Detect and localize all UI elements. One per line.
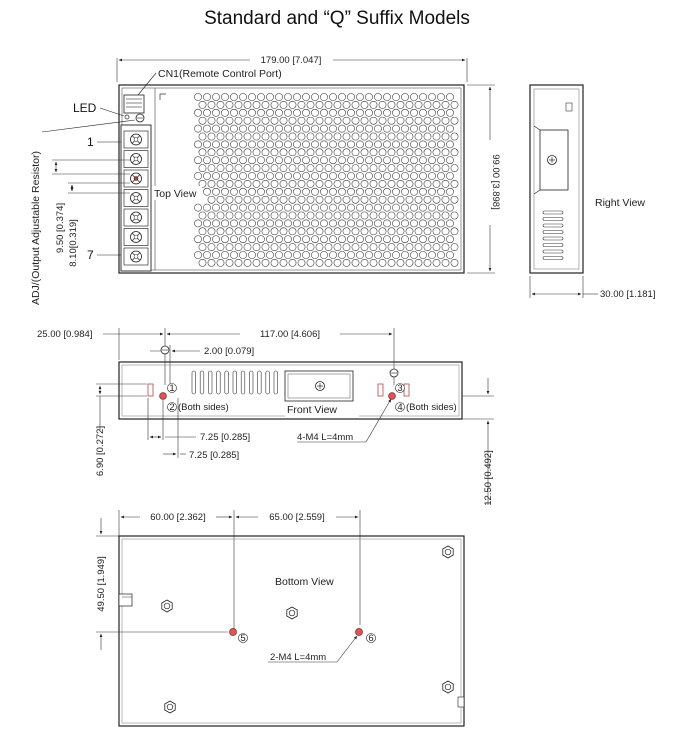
front-hole-right-icon: [388, 392, 396, 400]
bottom-dim-left: 60.00 [2.362]: [150, 512, 205, 523]
top-height-dim: 99.00 [3.898]: [490, 154, 501, 209]
right-view-outline: [529, 84, 584, 274]
right-view: Right View 30.00 [1.181]: [529, 84, 655, 300]
page-title: Standard and “Q” Suffix Models: [204, 8, 470, 29]
front-marker-2: 2: [169, 402, 174, 413]
terminal-dim-b: 8.10[0.319]: [68, 219, 79, 267]
led-icon: [124, 114, 130, 120]
front-marker-1: 1: [169, 383, 174, 394]
bottom-dim-vert: 49.50 [1.949]: [96, 556, 107, 611]
cn1-connector: [123, 94, 145, 114]
front-hole-left-icon: [159, 392, 167, 400]
front-dim-h2: 7.25 [0.285]: [189, 450, 239, 461]
bottom-dim-span: 65.00 [2.559]: [269, 512, 324, 523]
front-both-sides-2: (Both sides): [406, 402, 457, 413]
bottom-view-outline: [118, 535, 465, 727]
bottom-marker-5: 5: [240, 633, 245, 644]
front-dim-small: 2.00 [0.079]: [204, 346, 254, 357]
top-view: 179.00 [7.047] 99.00 [3.898] CN1(Remote …: [30, 55, 501, 305]
top-view-label: Top View: [154, 188, 197, 200]
cn1-label: CN1(Remote Control Port): [158, 68, 282, 80]
front-dim-height: 12.50 [0.492]: [483, 450, 494, 505]
bottom-marker-6: 6: [368, 633, 373, 644]
front-dim-span: 117.00 [4.606]: [260, 329, 320, 340]
bottom-screw-note: 2-M4 L=4mm: [270, 652, 326, 663]
front-dim-side: 6.90 [0.272]: [95, 426, 106, 476]
front-view: 25.00 [0.984] 117.00 [4.606] 2.00 [0.079…: [37, 328, 494, 506]
pin-first-label: 1: [87, 135, 94, 149]
top-width-dim: 179.00 [7.047]: [261, 55, 322, 66]
top-view-outline: [118, 84, 465, 274]
front-marker-3: 3: [397, 383, 402, 394]
right-view-slots: [542, 210, 564, 260]
front-dim-left: 25.00 [0.984]: [37, 329, 92, 340]
terminal-screws: [123, 130, 149, 266]
front-both-sides-1: (Both sides): [178, 402, 229, 413]
pin-last-label: 7: [87, 248, 94, 262]
terminal-dim-a: 9.50 [0.374]: [55, 203, 66, 253]
front-view-outline: [118, 361, 463, 420]
right-view-label: Right View: [595, 197, 645, 209]
bottom-hole-5-icon: [229, 628, 237, 636]
bottom-view: 60.00 [2.362] 65.00 [2.559] 49.50 [1.949…: [96, 510, 465, 727]
front-marker-4: 4: [397, 402, 402, 413]
front-screw-note: 4-M4 L=4mm: [297, 432, 353, 443]
front-dim-h1: 7.25 [0.285]: [200, 432, 250, 443]
led-label: LED: [73, 101, 97, 115]
front-view-label: Front View: [287, 404, 337, 416]
front-view-slots: [191, 370, 278, 395]
bottom-hole-6-icon: [355, 628, 363, 636]
vent-hole-grid: [194, 93, 459, 267]
adj-label: ADJ/(Output Adjustable Resistor): [30, 151, 42, 305]
bottom-view-label: Bottom View: [275, 576, 334, 588]
right-depth-dim: 30.00 [1.181]: [600, 289, 655, 300]
bottom-view-fasteners: [161, 545, 454, 714]
